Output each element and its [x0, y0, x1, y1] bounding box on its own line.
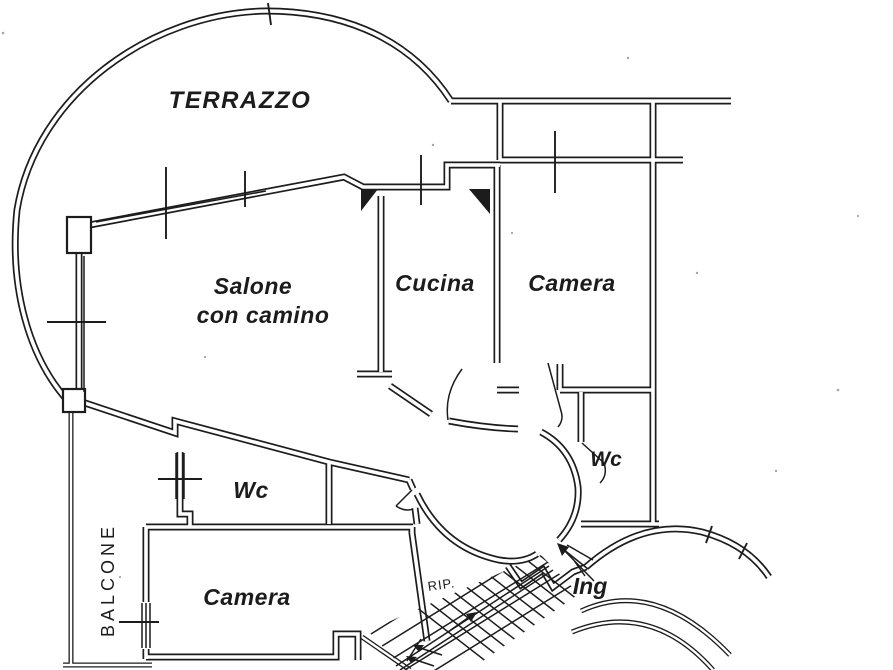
window-ticks — [47, 2, 748, 623]
room-label-cucina: Cucina — [395, 270, 475, 296]
room-label-terrazzo: TERRAZZO — [169, 87, 312, 114]
corner-pillar — [65, 215, 93, 255]
scan-noise — [1, 31, 860, 579]
stair-rail — [395, 565, 554, 670]
room-label-wc-left: Wc — [233, 477, 269, 503]
walls — [15, 11, 769, 670]
room-label-salone-line1: Salone — [214, 273, 292, 299]
room-label-salone-line2: con camino — [197, 302, 330, 328]
stair-up-arrow — [447, 614, 473, 633]
column-triangle — [469, 189, 490, 214]
room-label-balcone: BALCONE — [98, 523, 118, 637]
room-label-camera-bottom: Camera — [203, 584, 290, 610]
corner-pillar — [61, 387, 87, 414]
room-label-ing: Ing — [573, 573, 608, 599]
room-labels: TERRAZZO Salone con camino Cucina Camera… — [98, 87, 622, 637]
entrance-direction-arrow — [557, 543, 595, 582]
room-label-rip: RIP. — [427, 575, 456, 594]
window-glazing — [83, 190, 267, 648]
door-swings — [395, 362, 607, 511]
column-triangle — [361, 189, 378, 211]
room-label-wc-right: Wc — [590, 448, 622, 471]
room-label-camera-top: Camera — [528, 270, 615, 296]
